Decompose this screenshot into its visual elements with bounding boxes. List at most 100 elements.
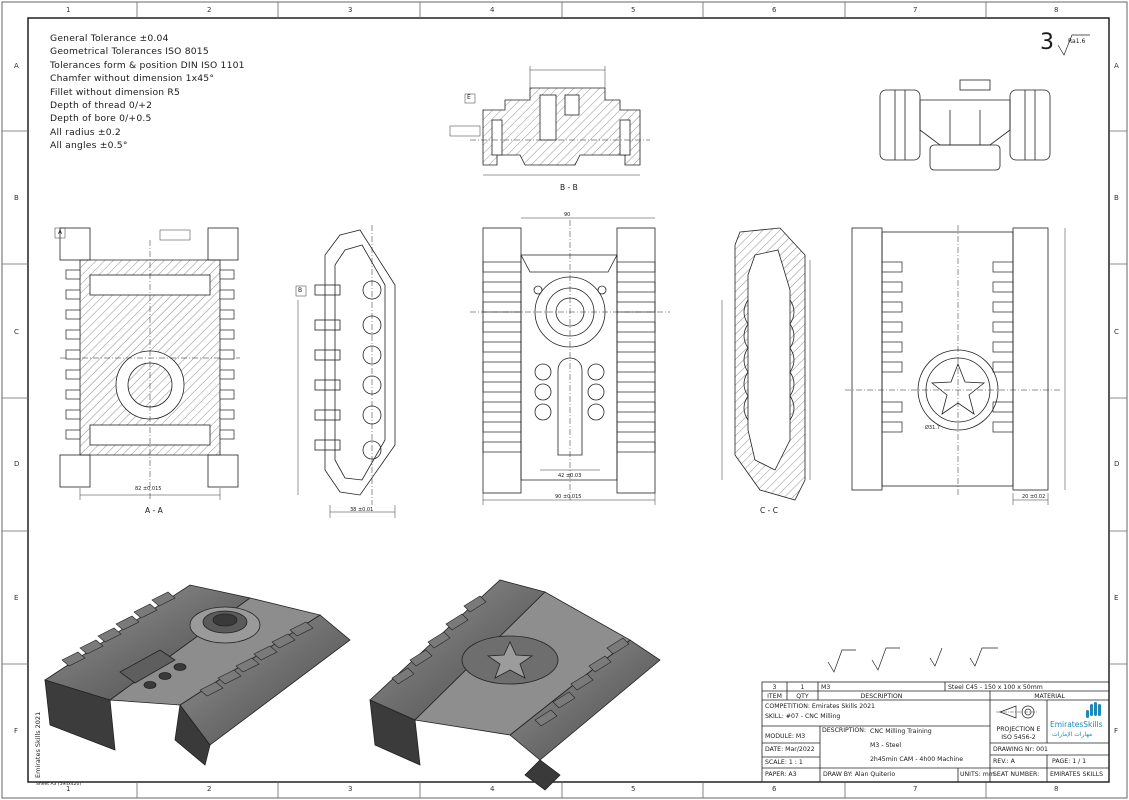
bottom-view-dimensions <box>1012 228 1066 505</box>
roughness-main: 3 <box>1040 30 1054 55</box>
tb-module-code: M3 <box>821 684 831 691</box>
section-cc-view <box>734 227 806 501</box>
isometric-render-left-teeth <box>61 591 314 697</box>
zone-col-5-bottom: 5 <box>631 785 636 793</box>
tb-draw-by: DRAW BY: Alan Quiterio <box>823 771 896 778</box>
section-aa-view <box>59 227 240 500</box>
zone-col-7-top: 7 <box>913 6 918 14</box>
sheet-code: Sheet A3 (594x420) <box>36 782 82 787</box>
zone-col-5-top: 5 <box>631 6 636 14</box>
tb-desc1: CNC Milling Training <box>870 728 932 735</box>
side-profile-dimensions <box>295 285 396 518</box>
tb-material: Steel C45 - 150 x 100 x 50mm <box>948 684 1043 691</box>
zone-col-7-bottom: 7 <box>913 785 918 793</box>
dim-overall: 90 ±0.015 <box>555 494 582 500</box>
front-view-teeth <box>482 261 656 453</box>
zone-col-2-bottom: 2 <box>207 785 212 793</box>
dim-star-diameter: Ø31.7 <box>925 425 941 431</box>
general-notes: General Tolerance ±0.04 Geometrical Tole… <box>50 32 245 153</box>
tb-paper: PAPER: A3 <box>765 771 797 778</box>
tb-units: UNITS: mm <box>960 771 995 778</box>
front-view-dimensions <box>482 217 656 505</box>
datum-b-label: B <box>298 287 303 294</box>
tb-projection: PROJECTION E <box>996 726 1041 733</box>
dim-width-top: 90 <box>564 212 571 218</box>
tb-desc3: 2h45min CAM - 4h00 Machine <box>870 756 964 763</box>
zone-col-8-top: 8 <box>1054 6 1059 14</box>
section-bb-label: B - B <box>560 183 578 192</box>
isometric-render-left <box>44 584 351 766</box>
zone-col-3-top: 3 <box>348 6 353 14</box>
zone-row-e-right: E <box>1114 594 1119 602</box>
note-line: General Tolerance ±0.04 <box>50 33 169 44</box>
tb-date: DATE: Mar/2022 <box>765 746 815 753</box>
isometric-render-right <box>369 579 661 791</box>
section-aa-teeth <box>65 269 235 440</box>
roughness-symbol: Ra1.6 <box>1068 38 1086 45</box>
section-aa-label: A - A <box>145 506 163 515</box>
isometric-render-right-teeth <box>391 595 630 727</box>
side-profile-view <box>314 225 396 505</box>
tb-item: 3 <box>772 684 777 691</box>
section-aa-dimensions <box>54 227 221 500</box>
datum-a-label: A <box>58 229 63 236</box>
tb-scale: SCALE: 1 : 1 <box>765 759 803 766</box>
tb-skill: SKILL: #07 - CNC Milling <box>765 713 841 720</box>
bottom-view <box>845 225 1060 495</box>
tb-qty: 1 <box>800 684 805 691</box>
tb-iso: ISO 5456-2 <box>1001 734 1036 741</box>
zone-col-6-top: 6 <box>772 6 777 14</box>
zone-row-d-right: D <box>1114 460 1120 468</box>
zone-row-a-right: A <box>1114 62 1119 70</box>
note-line: All radius ±0.2 <box>50 126 121 138</box>
section-bb-dimensions <box>449 66 640 176</box>
tb-page: PAGE: 1 / 1 <box>1052 758 1087 765</box>
zone-row-f-right: F <box>1114 727 1119 735</box>
dim-width-aa: 82 ±0.015 <box>135 486 162 492</box>
tb-h-material: MATERIAL <box>1034 693 1065 700</box>
tb-h-qty: QTY <box>796 693 809 700</box>
zone-row-b-right: B <box>1114 194 1119 202</box>
dim-bottom-center: 42 ±0.03 <box>558 473 582 479</box>
bottom-view-teeth <box>881 261 1014 433</box>
zone-row-b-left: B <box>14 194 19 202</box>
title-block-grid <box>761 681 1110 783</box>
zone-row-c-right: C <box>1114 328 1119 336</box>
tb-rev: REV.: A <box>993 758 1015 765</box>
zone-row-f-left: F <box>14 727 19 735</box>
tb-description-label: DESCRIPTION: <box>822 727 866 734</box>
surface-symbols <box>827 34 1090 673</box>
tb-desc2: M3 - Steel <box>870 742 902 749</box>
note-line: All angles ±0.5° <box>50 140 128 152</box>
inner-frame <box>27 17 1110 783</box>
zone-row-d-left: D <box>14 460 20 468</box>
tb-competition: COMPETITION: Emirates Skills 2021 <box>765 703 875 710</box>
tb-logo-ar: مهارات الإمارات <box>1052 731 1093 738</box>
tb-h-item: ITEM <box>767 693 782 700</box>
note-line: Depth of bore 0/+0.5 <box>50 113 152 125</box>
note-line: Geometrical Tolerances ISO 8015 <box>50 46 209 58</box>
dim-width-side: 38 ±0.01 <box>350 507 374 513</box>
zone-col-4-top: 4 <box>490 6 495 14</box>
note-line: Depth of thread 0/+2 <box>50 100 153 112</box>
top-view <box>879 79 1051 171</box>
zone-col-8-bottom: 8 <box>1054 785 1059 793</box>
zone-col-1-top: 1 <box>66 6 71 14</box>
section-bb-view <box>470 87 650 166</box>
tb-h-desc: DESCRIPTION <box>860 693 903 700</box>
zone-row-a-left: A <box>14 62 19 70</box>
tb-org: EMIRATES SKILLS <box>1050 771 1104 778</box>
dim-right-width: 20 ±0.02 <box>1022 494 1046 500</box>
zone-col-1-bottom: 1 <box>66 785 71 793</box>
tb-logo-en: EmiratesSkills <box>1050 720 1103 729</box>
tb-module: MODULE: M3 <box>765 733 806 740</box>
note-line: Chamfer without dimension 1x45° <box>50 73 215 85</box>
section-cc-label: C - C <box>760 506 778 515</box>
sidebar-vertical-text: Emirates Skills 2021 <box>34 711 42 778</box>
zone-col-2-top: 2 <box>207 6 212 14</box>
datum-e-label: E <box>467 94 471 101</box>
note-line: Fillet without dimension R5 <box>50 86 181 98</box>
